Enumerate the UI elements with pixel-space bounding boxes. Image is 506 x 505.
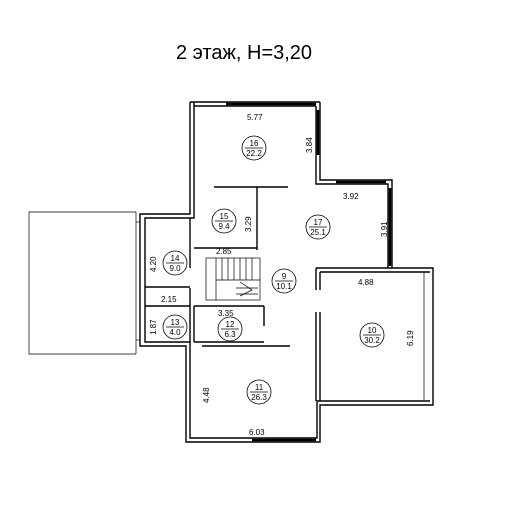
plan-title: 2 этаж, H=3,20 <box>176 42 312 64</box>
room-11-label: 11 26.3 <box>246 379 272 405</box>
dim-4-20: 4.20 <box>149 256 158 272</box>
windows <box>136 102 425 442</box>
dim-1-87: 1.87 <box>149 319 158 335</box>
interior-partitions <box>145 186 290 347</box>
room-13-label: 13 4.0 <box>162 314 188 340</box>
dim-5-77: 5.77 <box>247 113 263 122</box>
room-16-label: 16 22.2 <box>241 135 267 161</box>
staircase <box>205 257 261 301</box>
dim-2-85: 2.85 <box>216 247 232 256</box>
svg-text:4.0: 4.0 <box>169 328 181 337</box>
svg-text:13: 13 <box>171 318 180 327</box>
svg-text:10: 10 <box>368 326 377 335</box>
svg-text:16: 16 <box>250 139 259 148</box>
dim-4-48: 4.48 <box>202 387 211 403</box>
svg-text:17: 17 <box>314 218 323 227</box>
svg-text:22.2: 22.2 <box>246 149 262 158</box>
dim-3-84: 3.84 <box>305 137 314 153</box>
dim-6-03: 6.03 <box>249 428 265 437</box>
dim-2-15: 2.15 <box>161 295 177 304</box>
dimension-labels: 5.77 3.84 3.92 3.91 3.29 2.85 4.20 2.15 … <box>149 113 415 437</box>
svg-text:15: 15 <box>220 212 229 221</box>
adjacent-block <box>28 211 136 355</box>
dim-3-35: 3.35 <box>218 309 234 318</box>
dim-3-92: 3.92 <box>343 192 359 201</box>
room-15-label: 15 9.4 <box>211 208 237 234</box>
svg-text:9.4: 9.4 <box>218 222 230 231</box>
svg-text:9: 9 <box>282 272 287 281</box>
dim-4-88: 4.88 <box>358 278 374 287</box>
room-17-label: 17 25.1 <box>305 214 331 240</box>
room-9-label: 9 10.1 <box>271 268 297 294</box>
svg-text:11: 11 <box>255 383 264 392</box>
dim-6-19: 6.19 <box>406 330 415 346</box>
svg-text:6.3: 6.3 <box>224 330 236 339</box>
svg-text:14: 14 <box>171 254 180 263</box>
svg-text:30.2: 30.2 <box>364 336 380 345</box>
svg-text:12: 12 <box>226 320 235 329</box>
dim-3-29: 3.29 <box>244 216 253 232</box>
room-12-label: 12 6.3 <box>217 316 243 342</box>
room-14-label: 14 9.0 <box>162 250 188 276</box>
svg-text:26.3: 26.3 <box>251 393 267 402</box>
svg-text:9.0: 9.0 <box>169 264 181 273</box>
dim-3-91: 3.91 <box>380 221 389 237</box>
room-10-label: 10 30.2 <box>359 322 385 348</box>
svg-text:10.1: 10.1 <box>276 282 292 291</box>
svg-text:25.1: 25.1 <box>310 228 326 237</box>
